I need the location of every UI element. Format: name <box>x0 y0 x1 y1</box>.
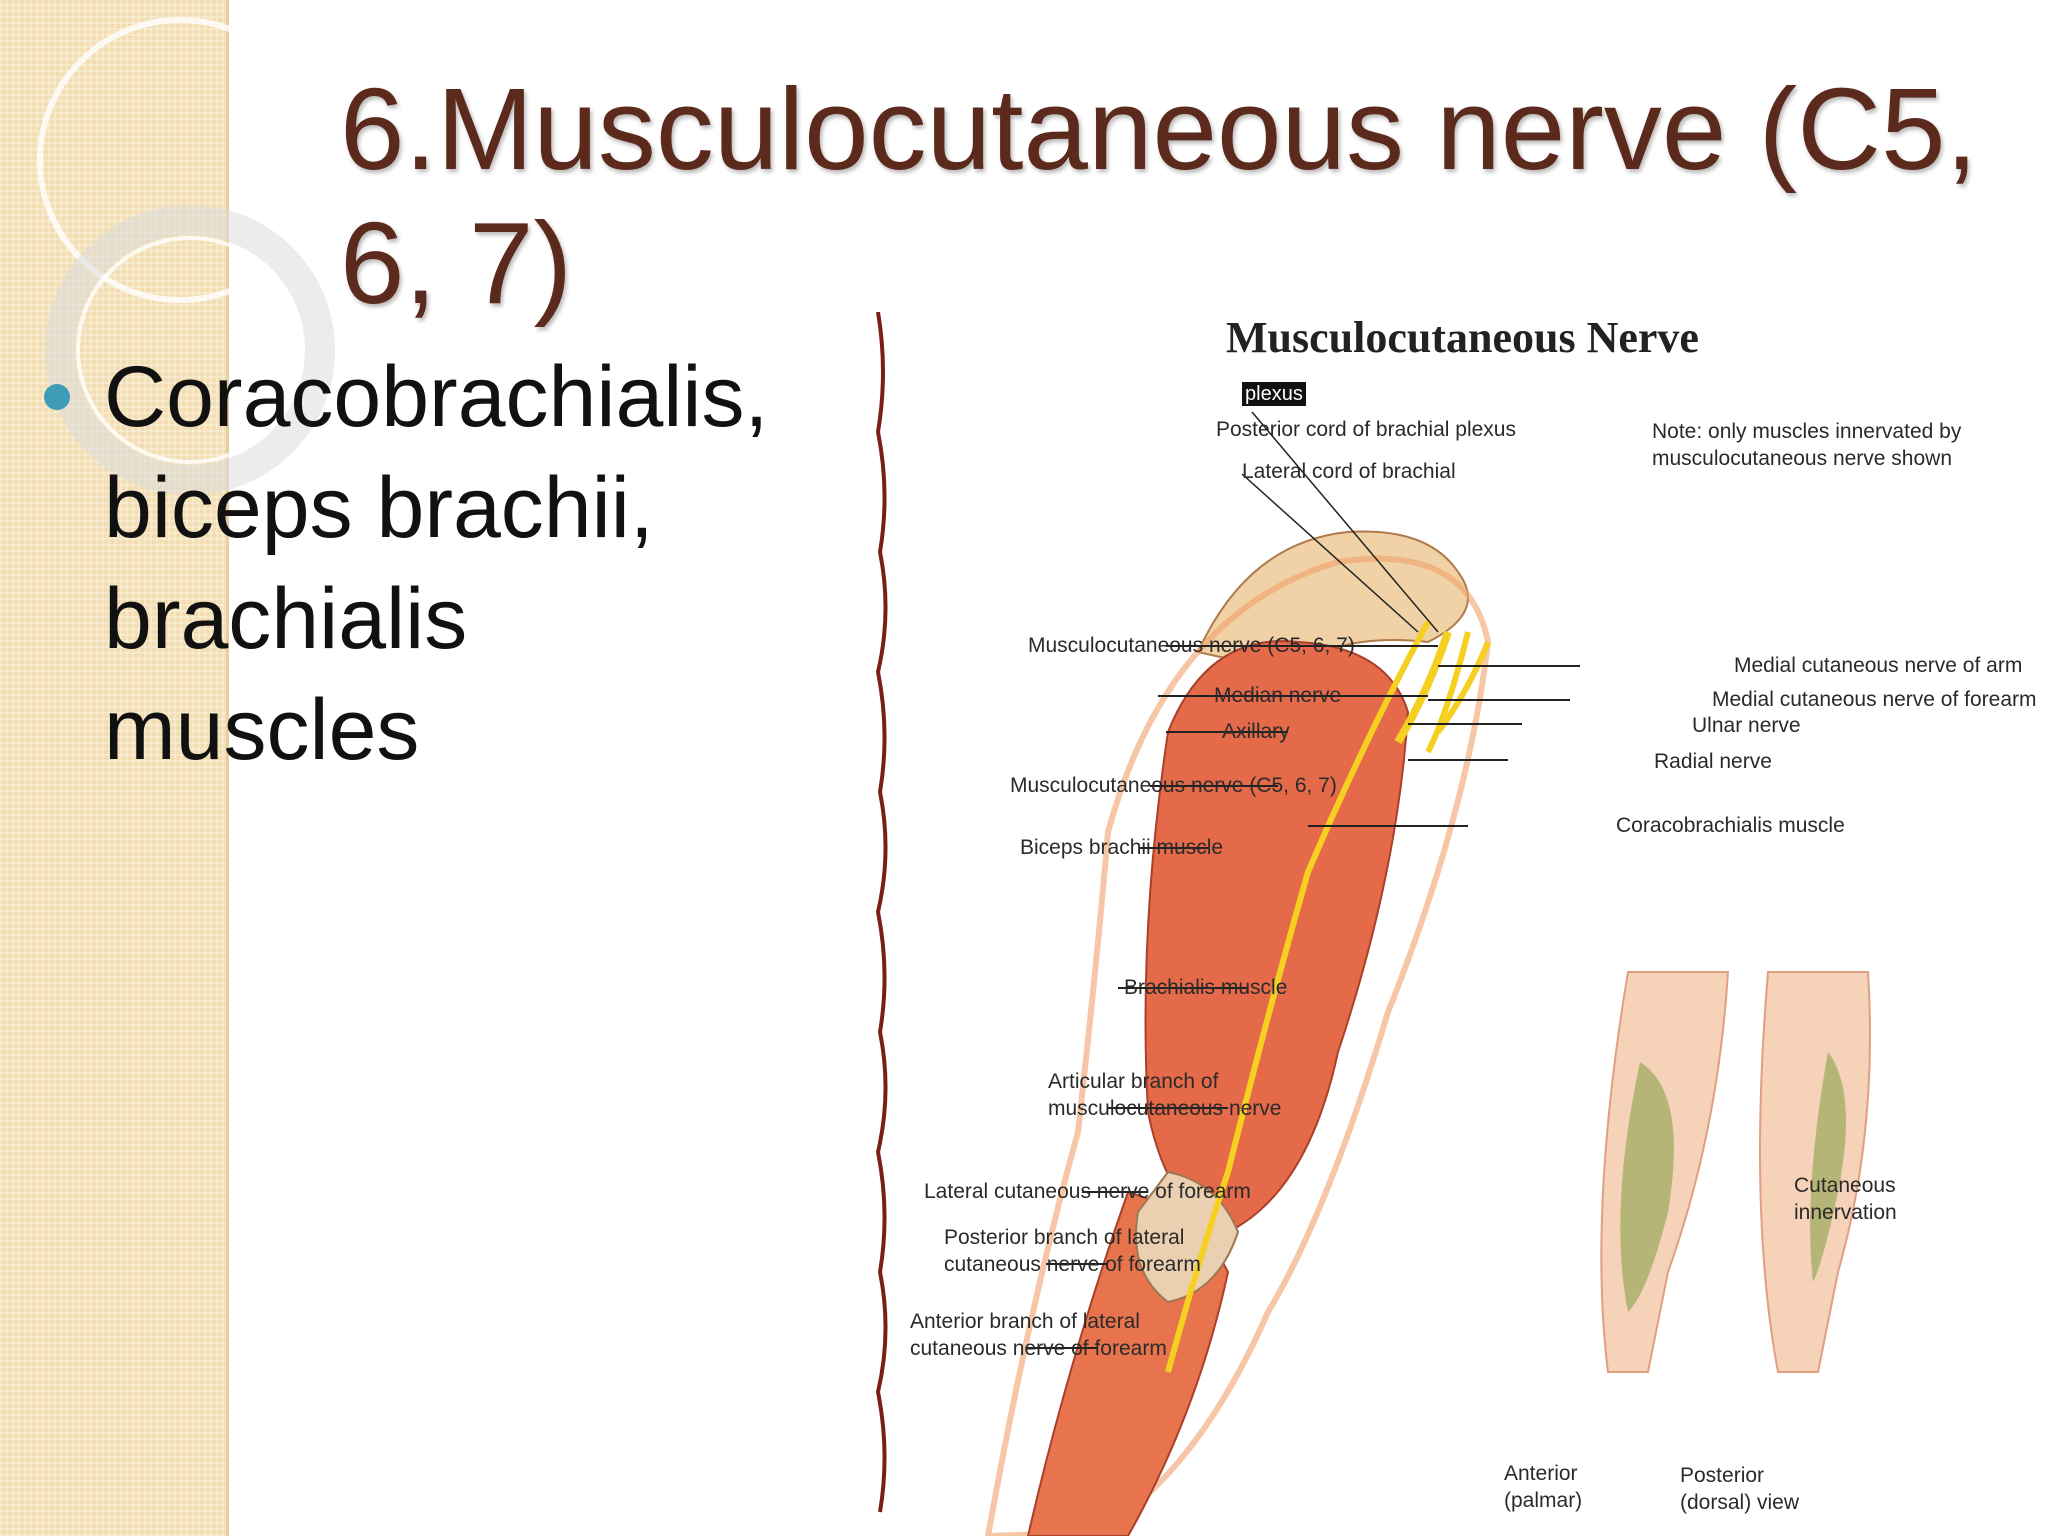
bullet-dot <box>44 384 70 410</box>
anatomy-figure: Musculocutaneous Nerve plexus Posterior … <box>868 312 2048 1536</box>
label-medial-cutaneous-forearm: Medial cutaneous nerve of forearm <box>1712 688 2037 711</box>
figure-tag: plexus <box>1242 382 1306 406</box>
arm-illustration <box>875 312 1871 1536</box>
label-coracobrachialis: Coracobrachialis muscle <box>1616 814 1845 837</box>
label-medial-cutaneous-arm: Medial cutaneous nerve of arm <box>1734 654 2023 677</box>
label-lateral-cord: Lateral cord of brachial <box>1242 460 1456 483</box>
label-articular-branch: Articular branch of musculocutaneous ner… <box>1048 1070 1282 1120</box>
label-posterior-branch: Posterior branch of lateral cutaneous ne… <box>944 1226 1201 1276</box>
slide-title: 6.Musculocutaneous nerve (C5, 6, 7) <box>340 64 1978 328</box>
label-posterior-view: Posterior (dorsal) view <box>1680 1464 1800 1514</box>
label-brachialis: Brachialis muscle <box>1124 976 1288 999</box>
figure-title: Musculocutaneous Nerve <box>1226 313 1699 362</box>
label-posterior-cord: Posterior cord of brachial plexus <box>1216 418 1516 441</box>
figure-note: Note: only muscles innervated by musculo… <box>1652 420 1962 470</box>
label-anterior-view: Anterior (palmar) <box>1504 1462 1583 1512</box>
label-radial: Radial nerve <box>1654 750 1772 773</box>
band-divider <box>226 0 229 1536</box>
label-axillary: Axillary <box>1222 720 1290 743</box>
decorative-circles <box>37 17 335 495</box>
label-musculocutaneous-lower: Musculocutaneous nerve (C5, 6, 7) <box>1010 774 1337 797</box>
label-median-nerve: Median nerve <box>1214 684 1342 707</box>
label-lateral-cutaneous: Lateral cutaneous nerve of forearm <box>924 1180 1251 1203</box>
label-cutaneous-innervation: Cutaneous innervation <box>1794 1174 1897 1224</box>
label-biceps: Biceps brachii muscle <box>1020 836 1224 859</box>
label-ulnar: Ulnar nerve <box>1692 714 1801 737</box>
bullet-text: Coracobrachialis, biceps brachii, brachi… <box>104 349 769 778</box>
label-anterior-branch: Anterior branch of lateral cutaneous ner… <box>910 1310 1167 1360</box>
label-musculocutaneous-upper: Musculocutaneous nerve (C5, 6, 7) <box>1028 634 1355 657</box>
